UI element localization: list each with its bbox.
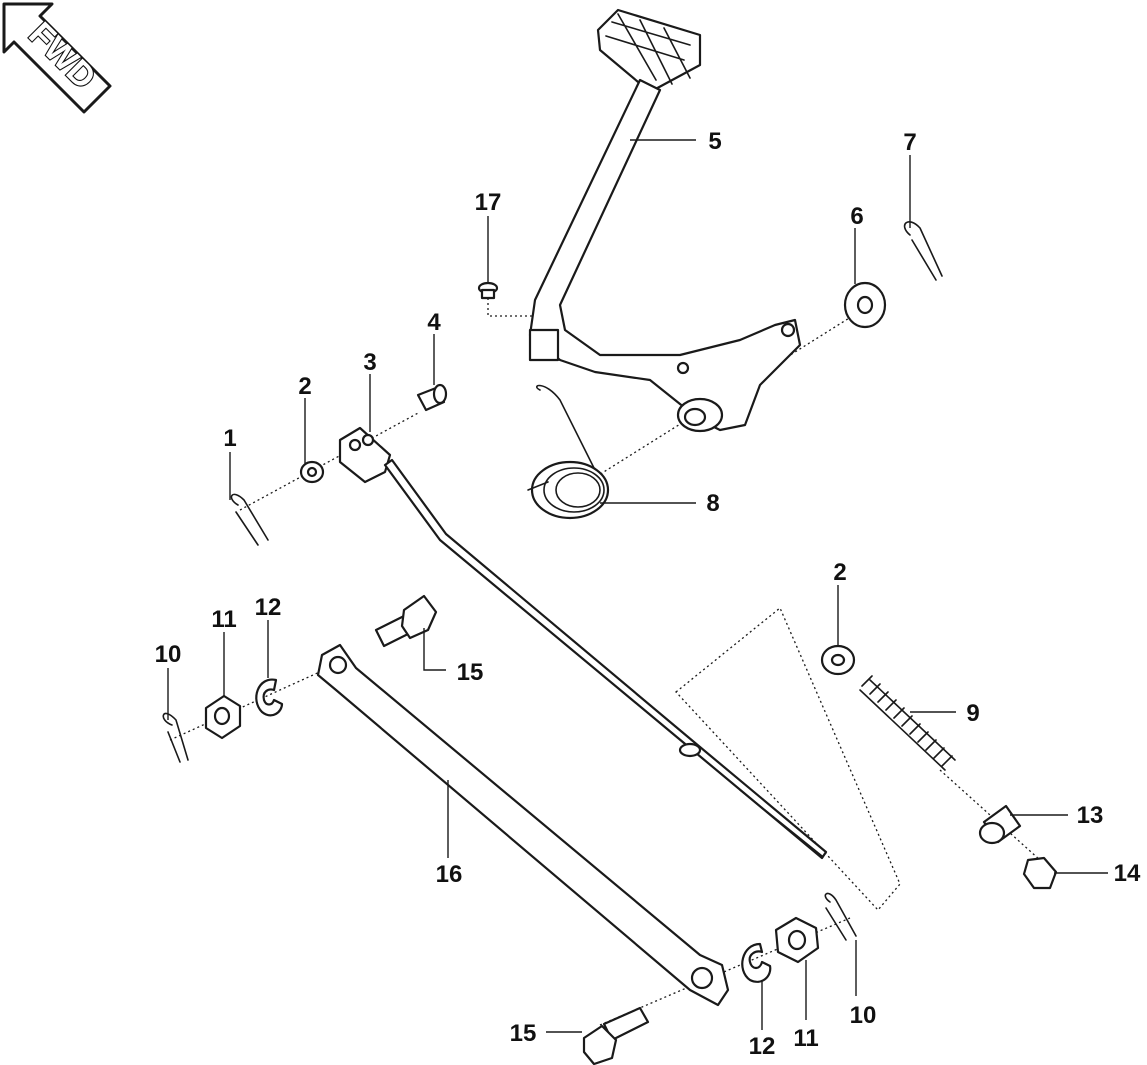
- callout-10-right: 10: [850, 1002, 877, 1029]
- callout-2-upper: 2: [298, 373, 311, 400]
- callout-9: 9: [966, 700, 979, 727]
- lower-link: [316, 643, 730, 1007]
- nut-right: [774, 916, 820, 964]
- callout-13: 13: [1077, 802, 1104, 829]
- adjusting-nut: [1022, 856, 1058, 890]
- callout-12-left: 12: [255, 594, 282, 621]
- callout-1: 1: [223, 425, 236, 452]
- cotter-pin-lower-left: [162, 712, 189, 763]
- washer-small-right: [820, 644, 856, 676]
- callout-5: 5: [708, 128, 721, 155]
- pedal-stop-bolt: [477, 281, 499, 300]
- clevis-pin: [416, 383, 448, 412]
- callout-14: 14: [1114, 860, 1141, 887]
- callout-4: 4: [427, 309, 441, 336]
- torsion-spring: [527, 384, 610, 520]
- callout-8: 8: [706, 490, 719, 517]
- cotter-pin-lower-right: [824, 892, 857, 941]
- callout-7: 7: [903, 129, 916, 156]
- washer-small-upper: [299, 460, 325, 484]
- lock-washer-left: [255, 678, 284, 717]
- callout-10-left: 10: [155, 641, 182, 668]
- fwd-arrow-icon: FWD: [2, 2, 112, 114]
- brake-pedal: [528, 8, 802, 433]
- bolt-lower: [582, 1006, 650, 1065]
- callout-2-right: 2: [833, 559, 846, 586]
- leader-lines: [167, 139, 1108, 1033]
- callout-11-left: 11: [211, 606, 236, 633]
- callout-3: 3: [363, 349, 376, 376]
- bolt-upper: [374, 594, 438, 648]
- nut-left: [204, 694, 242, 740]
- callout-6: 6: [850, 203, 863, 230]
- washer-large: [843, 281, 887, 329]
- callout-15-lower: 15: [510, 1020, 537, 1047]
- callout-12-right: 12: [749, 1033, 776, 1060]
- callout-15-upper: 15: [457, 659, 484, 686]
- compression-spring: [859, 675, 956, 771]
- callout-11-right: 11: [793, 1025, 818, 1052]
- lock-washer-right: [741, 942, 772, 983]
- cotter-pin-left: [230, 493, 269, 546]
- callout-16: 16: [436, 861, 463, 888]
- clevis-upper: [338, 426, 392, 484]
- callout-17: 17: [475, 189, 502, 216]
- callout-labels: 1 2 3 4 5 6 7 8 17 2 9 13 14 10 11 12 15…: [155, 128, 1141, 1060]
- brake-rod: [383, 458, 828, 860]
- cotter-pin-upper: [903, 221, 943, 281]
